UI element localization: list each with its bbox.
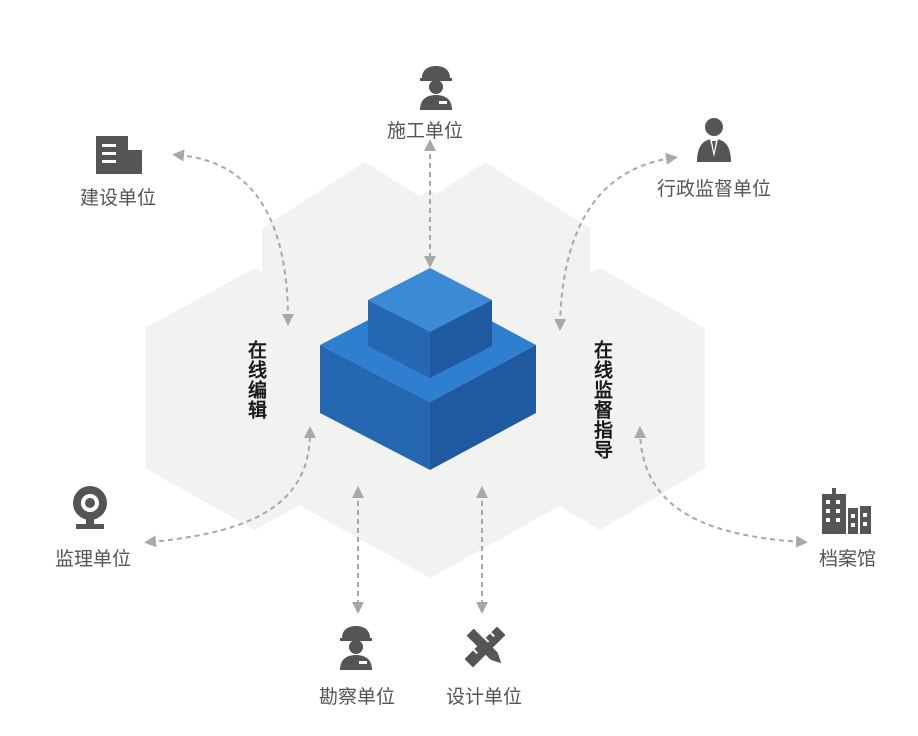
online-editing-caption: 在线编辑: [245, 340, 267, 420]
connector-archive: [634, 426, 808, 548]
node-label-supervision: 监理单位: [55, 548, 132, 570]
node-label-design: 设计单位: [446, 686, 523, 708]
node-label-archive: 档案馆: [819, 548, 877, 570]
connector-administrative: [554, 152, 678, 331]
city-buildings-icon: [822, 488, 871, 534]
webcam-icon: [73, 486, 107, 529]
cube-upper-right: [430, 300, 492, 378]
node-label-developer: 建设单位: [80, 187, 157, 209]
pencil-ruler-icon: [464, 626, 506, 668]
node-label-administrative: 行政监督单位: [657, 178, 772, 200]
node-label-survey: 勘察单位: [319, 686, 396, 708]
connector-developer: [172, 149, 294, 326]
online-supervision-caption: 在线监督指导: [591, 340, 613, 460]
businessman-icon: [697, 118, 731, 162]
connectors: [144, 139, 808, 614]
connector-supervision: [144, 426, 316, 548]
worker-helmet-icon: [340, 626, 372, 670]
cube-base-right: [430, 345, 536, 470]
stacked-cube-icon: [320, 268, 536, 470]
node-label-construction: 施工单位: [387, 120, 464, 142]
cube-base-left: [320, 345, 430, 470]
worker-helmet-icon: [420, 66, 452, 110]
cube-upper-left: [368, 300, 430, 378]
office-building-icon: [96, 136, 142, 174]
